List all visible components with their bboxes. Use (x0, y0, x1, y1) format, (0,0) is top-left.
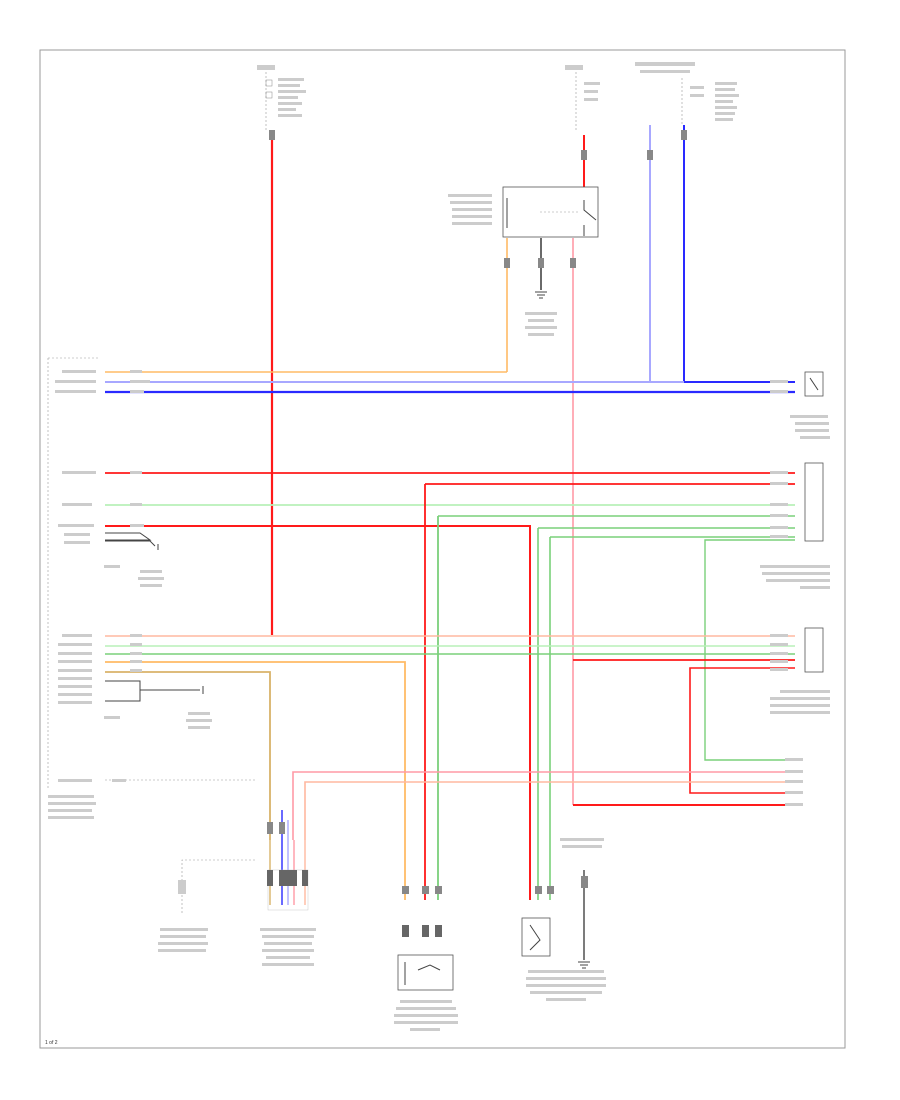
right-connector-2 (760, 462, 830, 589)
ground-icon (535, 291, 547, 299)
wire-pink-lower (292, 771, 795, 840)
wire-green-return (704, 539, 795, 761)
corner-label: 1 of 2 (45, 1040, 58, 1046)
wire-red-loop (689, 667, 795, 794)
wire-red-h3 (105, 525, 531, 900)
wire-salmon-lower (304, 781, 795, 840)
ecm-connector-block (47, 357, 150, 819)
right-connector-1 (770, 371, 830, 439)
connector-icon (267, 130, 687, 937)
wire-orange-h5 (105, 661, 406, 900)
relay-box (448, 186, 599, 238)
power-source-left (257, 65, 306, 130)
ground-icon (578, 961, 590, 969)
diagram-frame (39, 49, 846, 1049)
right-connector-4 (785, 758, 803, 806)
bottom-left-component (158, 859, 255, 952)
right-connector-3 (770, 627, 830, 714)
switch-icon (521, 838, 606, 1001)
wires (105, 125, 795, 960)
ground-icon (105, 680, 212, 729)
ground-icon (105, 532, 164, 587)
relay-switch-icon (583, 200, 597, 221)
power-source-center (565, 65, 600, 130)
power-source-right (635, 62, 739, 125)
switch-icon (394, 954, 458, 1031)
wire-tan-h6 (105, 671, 271, 840)
